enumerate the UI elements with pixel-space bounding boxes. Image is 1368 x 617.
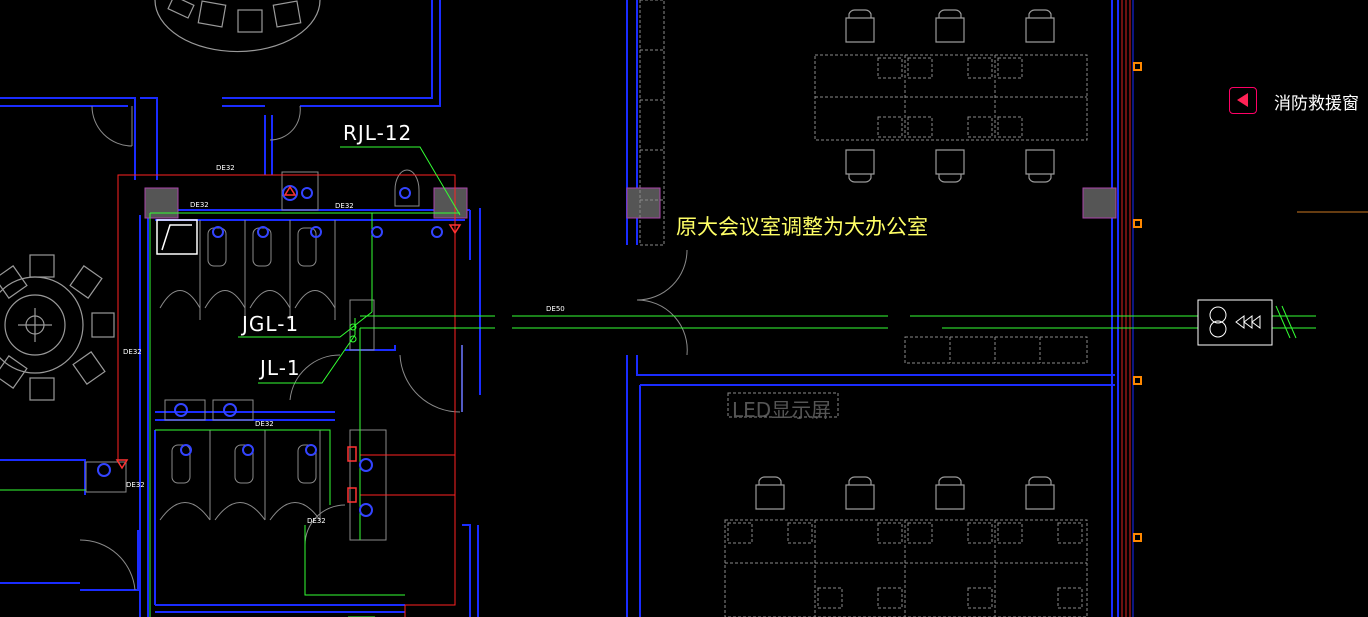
sink-box [156,219,198,255]
cold-pipes [0,146,1316,617]
furniture [639,0,1088,617]
fire-rescue-window-icon [1229,87,1257,114]
grid-marker [1133,219,1142,228]
chairs [755,9,1055,510]
pipe-size-label: DE32 [123,348,142,356]
pipe-size-label: DE32 [190,201,209,209]
grid-marker [1133,533,1142,542]
meter-box [1197,299,1273,346]
riser-label-jgl: JGL-1 [242,312,300,336]
grid-marker [1133,376,1142,385]
grid-marker [1133,62,1142,71]
hot-pipes [117,174,456,617]
round-table [0,254,115,401]
pipe-size-label: DE32 [335,202,354,210]
led-screen-label: LED显示屏 [732,398,832,422]
pipe-size-label: DE32 [307,517,326,525]
pipe-size-label: DE32 [255,420,274,428]
fire-rescue-window-label: 消防救援窗 [1274,94,1359,114]
room-change-note: 原大会议室调整为大办公室 [676,215,928,239]
pipe-size-label: DE32 [126,481,145,489]
riser-label-jl: JL-1 [260,356,301,380]
pipe-size-label: DE50 [546,305,565,313]
riser-label-rjl: RJL-12 [343,121,413,145]
pipe-size-label: DE32 [216,164,235,172]
doors [79,105,688,591]
fixtures [97,185,443,517]
walls [0,0,1119,617]
